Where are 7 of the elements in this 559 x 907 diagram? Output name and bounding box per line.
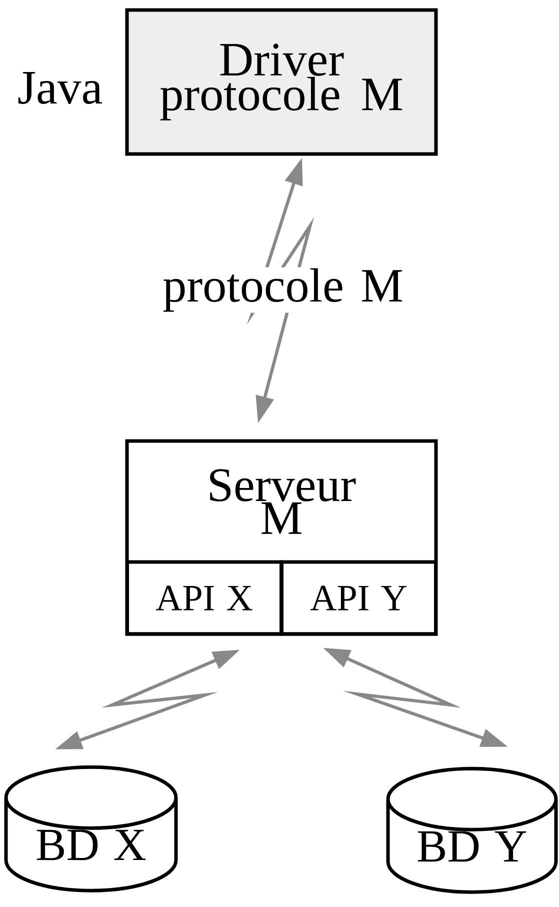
- side-label: Java: [18, 72, 102, 104]
- api-cell: API X: [126, 560, 283, 636]
- driver-box: Driver protocole M: [125, 8, 438, 156]
- edge-label: protocole M: [162, 267, 404, 313]
- api-cell: API Y: [280, 560, 438, 636]
- database-cylinder: BD X: [4, 765, 178, 892]
- database-cylinder: BD Y: [386, 766, 558, 894]
